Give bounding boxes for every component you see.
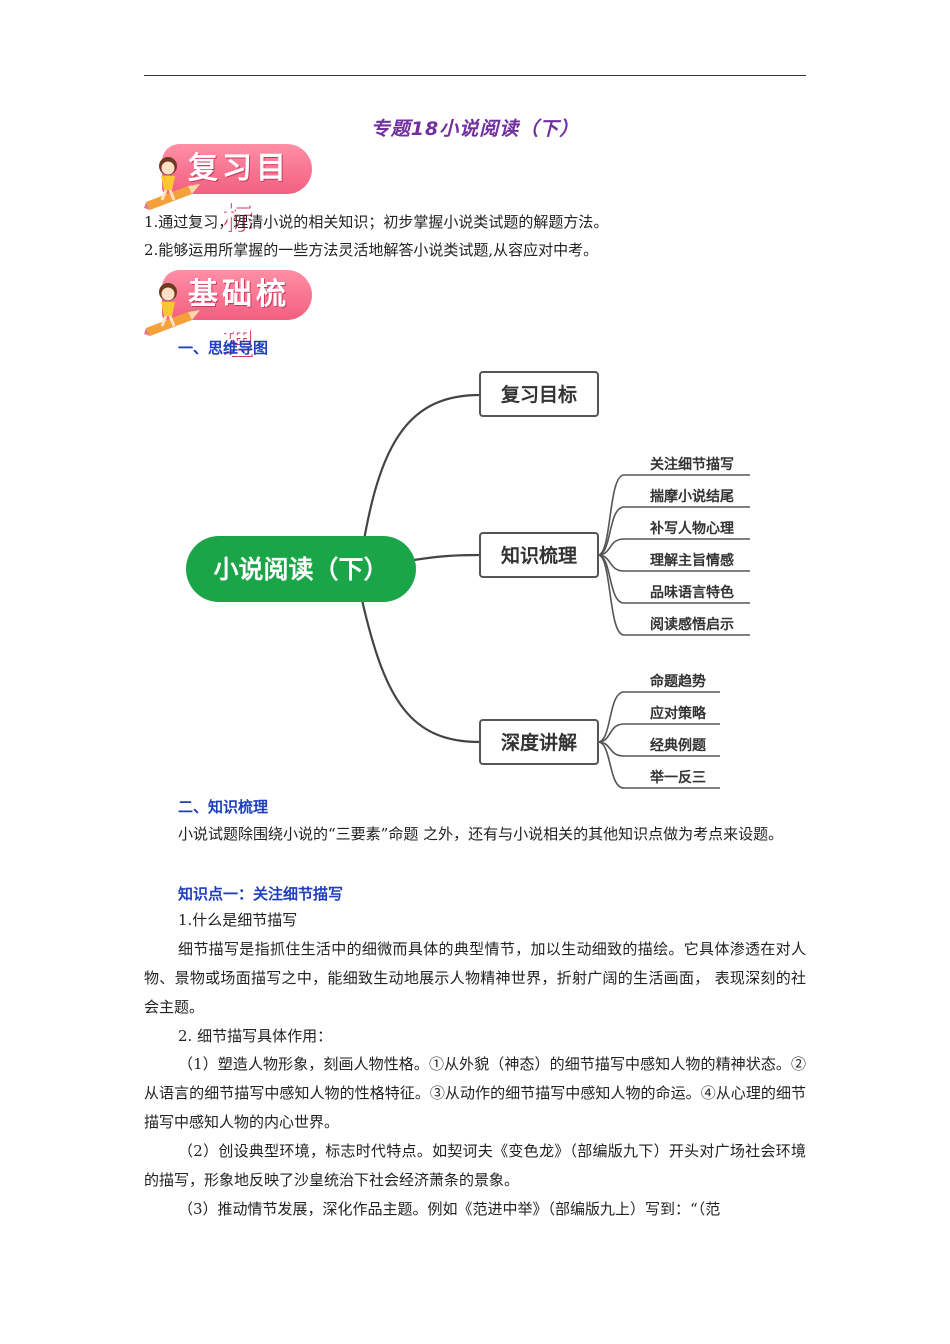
knowledge-point-1-heading: 知识点一：关注细节描写 bbox=[178, 885, 344, 903]
leaf-connector bbox=[597, 691, 720, 743]
leaf-connector bbox=[597, 474, 750, 556]
branch-review-goals: 复习目标 bbox=[479, 371, 599, 417]
leaf-label: 经典例题 bbox=[650, 737, 707, 754]
connector-deep bbox=[360, 599, 481, 744]
branch-label: 知识梳理 bbox=[501, 544, 577, 567]
banner-basic-review: 基础梳理 bbox=[144, 268, 316, 362]
leaf-label: 举一反三 bbox=[649, 769, 706, 786]
banner-pill bbox=[162, 270, 312, 320]
girl-on-pencil-icon bbox=[144, 283, 200, 336]
branch-label: 复习目标 bbox=[500, 383, 577, 406]
kp1-effect-3: （3）推动情节发展，深化作品主题。例如《范进中举》（部编版九上）写到：“（范 bbox=[178, 1200, 721, 1218]
leaf-label: 理解主旨情感 bbox=[650, 552, 734, 569]
girl-on-pencil-icon bbox=[144, 157, 200, 210]
leaf-label: 阅读感悟启示 bbox=[650, 616, 734, 633]
leaf-label: 揣摩小说结尾 bbox=[650, 488, 734, 505]
goal-item-1: 1.通过复习，理清小说的相关知识；初步掌握小说类试题的解题方法。 bbox=[144, 213, 609, 231]
connector-knowledge bbox=[413, 553, 481, 562]
kp1-effect-2: （2）创设典型环境，标志时代特点。如契诃夫《变色龙》（部编版九下）开头对广场社会… bbox=[144, 1142, 806, 1189]
mindmap-center-node bbox=[186, 536, 416, 602]
banner-review-goals: 复习目标 bbox=[144, 142, 316, 236]
leaf-connector bbox=[597, 723, 720, 743]
leaf-connector bbox=[597, 506, 750, 556]
leaf-label: 应对策略 bbox=[650, 705, 707, 722]
mindmap-center-label: 小说阅读（下） bbox=[213, 555, 388, 584]
kp1-definition: 细节描写是指抓住生活中的细微而具体的典型情节，加以生动细致的描绘。它具体渗透在对… bbox=[144, 940, 806, 1016]
section-heading-mindmap: 一、思维导图 bbox=[178, 339, 269, 357]
page-title: 专题18小说阅读（下） bbox=[370, 118, 580, 140]
kp1-question-2: 2. 细节描写具体作用： bbox=[178, 1027, 333, 1045]
banner-label: 基础梳理 bbox=[188, 277, 290, 362]
leaf-connector bbox=[597, 538, 750, 556]
leaf-connector bbox=[597, 741, 720, 789]
banner-label: 复习目标 bbox=[188, 151, 290, 236]
leaf-label: 命题趋势 bbox=[649, 673, 706, 690]
branch-label: 深度讲解 bbox=[501, 731, 577, 754]
intro-paragraph: 小说试题除围绕小说的“三要素”命题 之外，还有与小说相关的其他知识点做为考点来设… bbox=[178, 825, 784, 843]
goal-item-2: 2.能够运用所掌握的一些方法灵活地解答小说类试题,从容应对中考。 bbox=[144, 241, 599, 259]
section-heading-knowledge: 二、知识梳理 bbox=[178, 798, 269, 816]
leaf-label: 品味语言特色 bbox=[650, 584, 734, 601]
connector-review-goals bbox=[360, 393, 481, 553]
leaf-label: 补写人物心理 bbox=[649, 520, 734, 537]
leaf-connector bbox=[597, 554, 750, 636]
banner-pill bbox=[162, 144, 312, 194]
kp1-effect-1: （1）塑造人物形象，刻画人物性格。①从外貌（神态）的细节描写中感知人物的精神状态… bbox=[144, 1055, 806, 1131]
leaf-label: 关注细节描写 bbox=[650, 456, 734, 473]
kp1-question-1: 1.什么是细节描写 bbox=[178, 911, 298, 929]
branch-deep: 深度讲解 bbox=[479, 719, 599, 765]
header-rule bbox=[144, 75, 806, 76]
mind-map: 小说阅读（下） 复习目标 知识梳理 深度讲解 关注细节描写揣摩小说结尾补写人物心… bbox=[186, 371, 750, 789]
branch-knowledge: 知识梳理 bbox=[479, 532, 599, 578]
